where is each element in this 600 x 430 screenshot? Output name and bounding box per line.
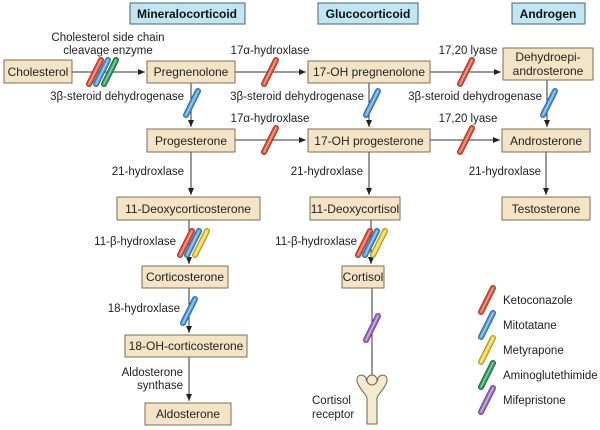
svg-text:3β-steroid dehydrogenase: 3β-steroid dehydrogenase (50, 91, 184, 103)
svg-text:17-OH progesterone: 17-OH progesterone (314, 134, 424, 148)
ketoconazole-inhibitor-bar (457, 125, 475, 155)
svg-text:Progesterone: Progesterone (155, 134, 227, 148)
header-androgen: Androgen (511, 2, 586, 25)
svg-text:synthase: synthase (137, 380, 183, 392)
mitotatane-inhibitor-bar (540, 88, 558, 118)
svg-text:Androsterone: Androsterone (510, 134, 582, 148)
mifepristone-legend-icon (478, 385, 496, 415)
svg-text:androsterone: androsterone (513, 64, 584, 78)
cortisol-receptor-icon (356, 374, 388, 425)
legend-label-mitotatane: Mitotatane (503, 320, 557, 332)
node-pregnenolone: Pregnenolone (146, 60, 236, 84)
header-glucocorticoid: Glucocorticoid (317, 2, 419, 25)
node-11-deoxycortisol: 11-Deoxycortisol (309, 196, 401, 221)
svg-text:Androgen: Androgen (520, 7, 577, 21)
node-18oh-corticosterone: 18-OH-corticosterone (124, 334, 248, 358)
node-17oh-pregnenolone: 17-OH pregnenolone (307, 60, 431, 84)
mitotatane-inhibitor-bar (362, 228, 380, 258)
svg-text:3β-steroid dehydrogenase: 3β-steroid dehydrogenase (230, 91, 364, 103)
node-11-deoxycorticosterone: 11-Deoxycorticosterone (116, 196, 261, 221)
node-aldosterone: Aldosterone (144, 402, 232, 426)
svg-text:Cholesterol side chain: Cholesterol side chain (51, 32, 164, 44)
mitotatane-inhibitor-bar (93, 57, 111, 87)
mifepristone-inhibitor-bar (363, 313, 381, 343)
svg-text:Dehydroepi-: Dehydroepi- (515, 50, 580, 64)
svg-text:17,20 lyase: 17,20 lyase (439, 45, 498, 57)
header-mineralocorticoid: Mineralocorticoid (129, 2, 246, 25)
svg-text:Pregnenolone: Pregnenolone (154, 65, 229, 79)
mitotatane-inhibitor-bar (180, 296, 198, 326)
aminoglutethimide-inhibitor-bar (101, 57, 119, 87)
ketoconazole-inhibitor-bar (261, 57, 279, 87)
inhibitor-bars (86, 57, 558, 343)
metyrapone-legend-icon (478, 335, 496, 365)
svg-text:11-Deoxycortisol: 11-Deoxycortisol (311, 202, 399, 216)
node-corticosterone: Corticosterone (141, 265, 229, 289)
ketoconazole-inhibitor-bar (86, 57, 104, 87)
svg-text:Testosterone: Testosterone (512, 202, 581, 216)
mitotatane-inhibitor-bar (363, 88, 381, 118)
svg-text:18-OH-corticosterone: 18-OH-corticosterone (129, 339, 244, 353)
svg-text:17,20 lyase: 17,20 lyase (439, 113, 498, 125)
ketoconazole-inhibitor-bar (355, 228, 373, 258)
svg-text:17α-hydroxlase: 17α-hydroxlase (231, 113, 310, 125)
node-progesterone: Progesterone (146, 128, 236, 153)
mitotatane-inhibitor-bar (183, 88, 201, 118)
mitotatane-legend-icon (478, 310, 496, 340)
node-17oh-progesterone: 17-OH progesterone (307, 128, 431, 153)
svg-text:11-β-hydroxlase: 11-β-hydroxlase (94, 236, 176, 248)
svg-text:21-hydroxlase: 21-hydroxlase (112, 166, 184, 178)
node-cortisol: Cortisol (341, 265, 385, 289)
svg-text:Aldosterone: Aldosterone (156, 407, 220, 421)
enzyme-labels: Cholesterol side chain cleavage enzyme 1… (50, 32, 542, 392)
svg-text:11-Deoxycorticosterone: 11-Deoxycorticosterone (125, 202, 251, 216)
legend-label-mifepristone: Mifepristone (503, 395, 566, 407)
node-cholesterol: Cholesterol (3, 59, 73, 84)
svg-text:Mineralocorticoid: Mineralocorticoid (137, 7, 237, 21)
ketoconazole-inhibitor-bar (177, 228, 195, 258)
node-testosterone: Testosterone (501, 196, 591, 221)
receptor-label: Cortisol (312, 395, 351, 407)
svg-text:Cholesterol: Cholesterol (8, 65, 69, 79)
svg-text:cleavage enzyme: cleavage enzyme (63, 45, 153, 57)
svg-text:17-OH pregnenolone: 17-OH pregnenolone (313, 65, 425, 79)
metyrapone-inhibitor-bar (192, 228, 210, 258)
svg-text:Aldosterone: Aldosterone (122, 367, 183, 379)
ketoconazole-legend-icon (478, 285, 496, 315)
legend-label-ketoconazole: Ketoconazole (503, 295, 573, 307)
svg-text:11-β-hydroxlase: 11-β-hydroxlase (275, 236, 357, 248)
mitotatane-inhibitor-bar (184, 228, 202, 258)
svg-text:17α-hydroxlase: 17α-hydroxlase (231, 45, 310, 57)
legend: KetoconazoleMitotataneMetyraponeAminoglu… (478, 285, 598, 415)
svg-text:18-hydroxlase: 18-hydroxlase (108, 303, 180, 315)
ketoconazole-inhibitor-bar (457, 57, 475, 87)
node-dhea: Dehydroepi-androsterone (502, 47, 594, 81)
svg-text:Glucocorticoid: Glucocorticoid (326, 7, 411, 21)
svg-text:3β-steroid dehydrogenase: 3β-steroid dehydrogenase (408, 91, 542, 103)
metyrapone-inhibitor-bar (370, 228, 388, 258)
node-androsterone: Androsterone (501, 128, 591, 153)
legend-label-metyrapone: Metyrapone (503, 345, 564, 357)
receptor-label-2: receptor (312, 409, 354, 421)
aminoglutethimide-legend-icon (478, 360, 496, 390)
legend-label-aminoglutethimide: Aminoglutethimide (503, 370, 598, 382)
ketoconazole-inhibitor-bar (261, 125, 279, 155)
svg-text:21-hydroxlase: 21-hydroxlase (291, 166, 363, 178)
svg-text:21-hydroxlase: 21-hydroxlase (469, 166, 541, 178)
svg-text:Corticosterone: Corticosterone (146, 270, 224, 284)
svg-text:Cortisol: Cortisol (343, 270, 384, 284)
